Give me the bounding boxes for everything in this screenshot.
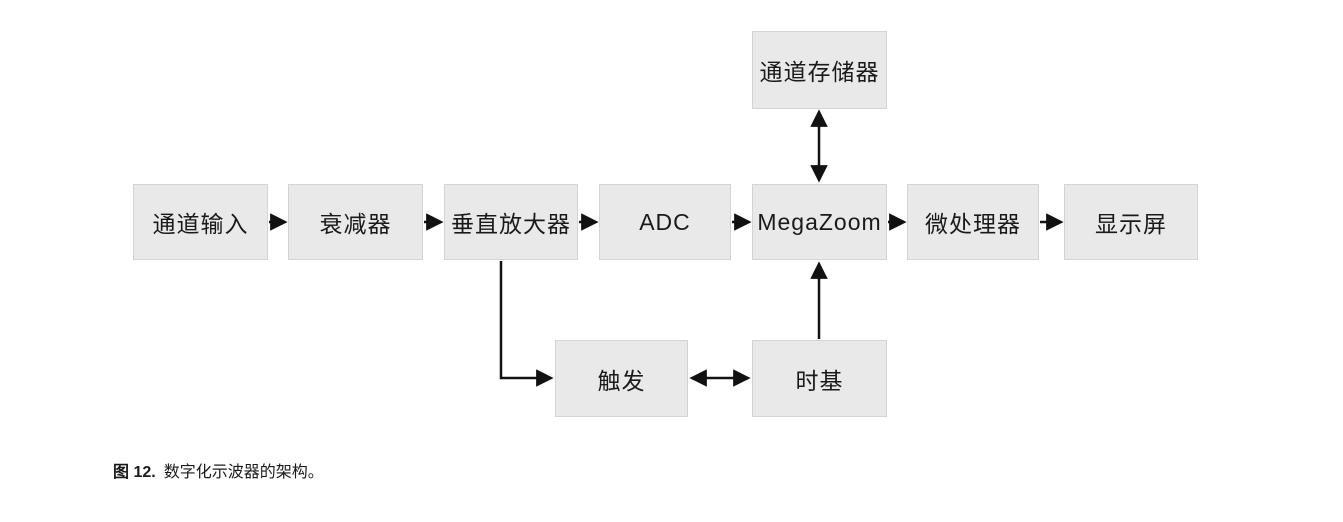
node-adc-label: ADC <box>639 208 691 235</box>
node-channel-memory: 通道存储器 <box>752 31 887 109</box>
figure-caption-text: 数字化示波器的架构。 <box>163 464 324 481</box>
arrow-vertical-amplifier-to-trigger <box>499 261 554 387</box>
node-timebase: 时基 <box>752 340 887 417</box>
node-trigger-label: 触发 <box>597 367 646 394</box>
node-vertical-amplifier: 垂直放大器 <box>444 184 578 260</box>
node-channel-input-label: 通道输入 <box>152 211 249 237</box>
node-channel-memory-label: 通道存储器 <box>759 59 880 85</box>
node-megazoom-label: MegaZoom <box>757 208 882 235</box>
node-display-label: 显示屏 <box>1095 211 1167 237</box>
node-timebase-label: 时基 <box>795 367 844 394</box>
figure-number: 图 12. <box>113 464 156 481</box>
node-microprocessor-label: 微处理器 <box>925 211 1021 237</box>
node-microprocessor: 微处理器 <box>907 184 1039 260</box>
node-attenuator-label: 衰减器 <box>319 211 392 237</box>
node-channel-input: 通道输入 <box>133 184 268 260</box>
node-megazoom: MegaZoom <box>752 184 887 260</box>
node-trigger: 触发 <box>555 340 688 417</box>
node-attenuator: 衰减器 <box>288 184 423 260</box>
figure-caption: 图 12. 数字化示波器的架构。 <box>113 458 324 482</box>
node-adc: ADC <box>599 184 731 260</box>
node-vertical-amplifier-label: 垂直放大器 <box>451 211 571 237</box>
node-display: 显示屏 <box>1064 184 1198 260</box>
